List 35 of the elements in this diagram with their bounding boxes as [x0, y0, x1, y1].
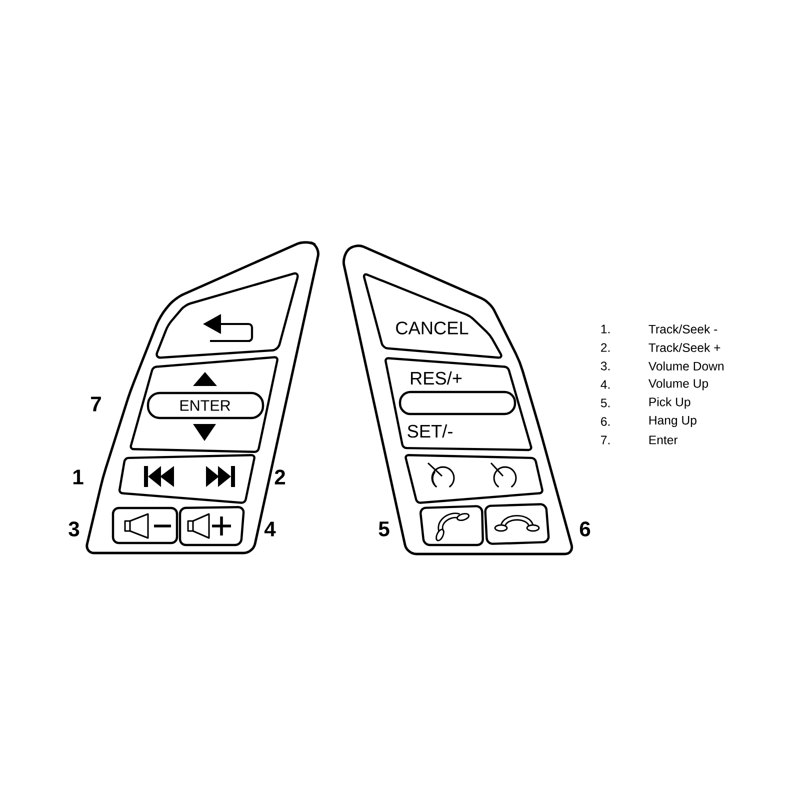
key-number: 1.: [601, 324, 610, 334]
pill-button: [398, 390, 516, 416]
volume-button: [112, 506, 178, 544]
control-panel: [342, 244, 574, 556]
track-button: [118, 454, 256, 504]
key-number: 3.: [600, 362, 610, 370]
callout-number: 4: [264, 522, 276, 536]
rocker-button: RES/+ SET/-: [384, 357, 532, 452]
key-number: 5.: [600, 398, 610, 408]
key-text: Enter: [649, 436, 678, 444]
phone-button: [420, 505, 484, 546]
cancel-button: CANCEL: [362, 273, 502, 359]
callout-number: 1: [73, 470, 84, 484]
volume-button: [178, 506, 245, 546]
key-number: 7.: [601, 436, 610, 444]
key-number: 4.: [600, 380, 610, 389]
key-text: Hang Up: [649, 416, 696, 428]
callout-number: 2: [274, 470, 286, 484]
phone-button: [484, 503, 550, 545]
key-text: Track/Seek +: [648, 343, 720, 352]
control-panel: [86, 241, 320, 554]
key-text: Volume Down: [648, 362, 724, 371]
key-number: 2.: [601, 343, 610, 352]
key-text: Track/Seek -: [648, 324, 718, 334]
back-button: [156, 272, 299, 359]
callout-number: 5: [378, 522, 390, 536]
callout-number: 6: [580, 522, 590, 536]
key-text: Volume Up: [648, 378, 708, 390]
key-text: Pick Up: [649, 397, 690, 409]
key-number: 6.: [601, 417, 610, 426]
enter-button: ENTER: [146, 392, 264, 420]
callout-number: 7: [91, 396, 101, 412]
cruise-button: [404, 454, 544, 504]
rocker-button: [130, 356, 278, 454]
callout-number: 3: [68, 522, 80, 536]
